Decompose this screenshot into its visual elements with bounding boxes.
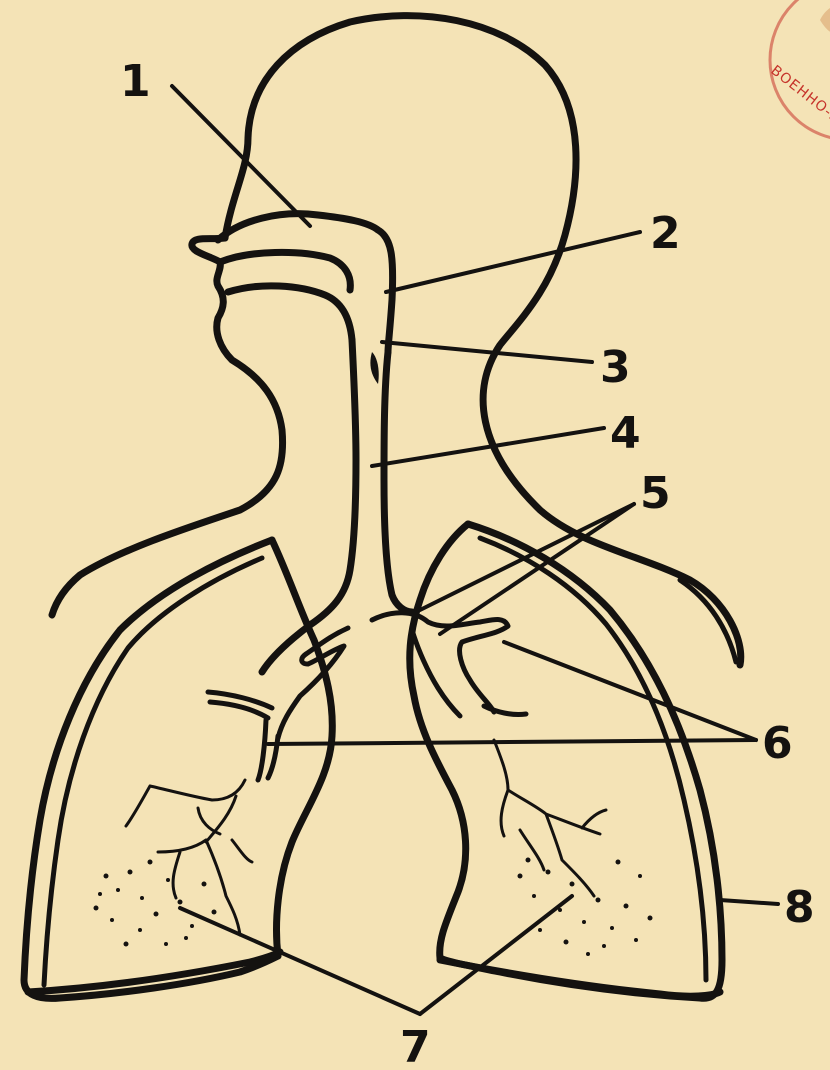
alveolus-dot: [532, 894, 536, 898]
label-6: 6: [762, 718, 793, 769]
stamp: ВОЕННО-МЕ: [768, 0, 830, 140]
epiglottis: [370, 352, 378, 384]
alveolus-dot: [586, 952, 590, 956]
label-2: 2: [650, 208, 681, 259]
body-outline: [52, 16, 741, 665]
alveolus-dot: [140, 896, 144, 900]
tongue: [228, 286, 352, 340]
alveolus-dot: [596, 898, 601, 903]
trachea-right-wall: [384, 352, 412, 612]
leader-line-5a: [420, 504, 634, 610]
stamp-text: ВОЕННО-МЕ: [768, 63, 830, 135]
label-7: 7: [400, 1022, 431, 1070]
alveolus-dot: [648, 916, 653, 921]
label-4: 4: [610, 408, 641, 459]
alveolus-dot: [202, 882, 207, 887]
alveolus-dot: [624, 904, 629, 909]
right-bronchus-branch: [412, 630, 460, 716]
alveolus-dot: [616, 860, 621, 865]
leader-line-3: [382, 342, 592, 362]
alveoli-dots: [94, 858, 653, 957]
left-lower-bronchus: [258, 720, 278, 780]
alveolus-dot: [104, 874, 109, 879]
leader-line-8: [720, 900, 778, 904]
right-main-bronchus: [372, 613, 508, 712]
alveolus-dot: [610, 926, 614, 930]
alveolus-dot: [526, 858, 531, 863]
right-bronchus-tip: [484, 706, 526, 715]
alveolus-dot: [582, 920, 586, 924]
alveolus-dot: [546, 870, 551, 875]
label-8: 8: [784, 882, 815, 933]
upper-airway: [218, 214, 412, 672]
alveolus-dot: [570, 882, 575, 887]
alveolus-dot: [164, 942, 168, 946]
leader-line-1: [172, 86, 310, 226]
left-lung-outer-inner-line: [44, 558, 262, 985]
right-lung-outer-inner-line: [480, 538, 706, 980]
alveolus-dot: [128, 870, 133, 875]
alveolus-dot: [98, 892, 102, 896]
nasal-cavity: [218, 214, 393, 352]
left-lung-inner: [272, 540, 332, 956]
face-profile: [52, 238, 283, 615]
alveolus-dot: [184, 936, 188, 940]
alveolus-dot: [148, 860, 153, 865]
alveolus-dot: [638, 874, 642, 878]
label-5: 5: [640, 468, 671, 519]
leader-lines: [172, 86, 778, 1014]
alveolus-dot: [138, 928, 142, 932]
alveolus-dot: [538, 928, 542, 932]
alveolus-dot: [124, 942, 129, 947]
alveolus-dot: [110, 918, 114, 922]
label-3: 3: [600, 342, 631, 393]
alveolus-dot: [116, 888, 120, 892]
alveolus-dot: [212, 910, 217, 915]
alveolus-dot: [518, 874, 523, 879]
head-outline: [225, 16, 741, 665]
stamp-emblem: [820, 4, 830, 35]
alveolus-dot: [190, 924, 194, 928]
leader-line-7a: [180, 908, 420, 1014]
leader-line-2: [386, 232, 640, 292]
bronchial-tree: [126, 613, 606, 935]
label-1: 1: [120, 56, 151, 107]
alveolus-dot: [94, 906, 99, 911]
alveolus-dot: [634, 938, 638, 942]
left-bronchus-branch: [208, 692, 272, 718]
lungs: [24, 524, 722, 998]
alveolus-dot: [154, 912, 159, 917]
alveolus-dot: [166, 878, 170, 882]
alveolus-dot: [178, 900, 183, 905]
alveolus-dot: [602, 944, 606, 948]
alveolus-dot: [564, 940, 569, 945]
